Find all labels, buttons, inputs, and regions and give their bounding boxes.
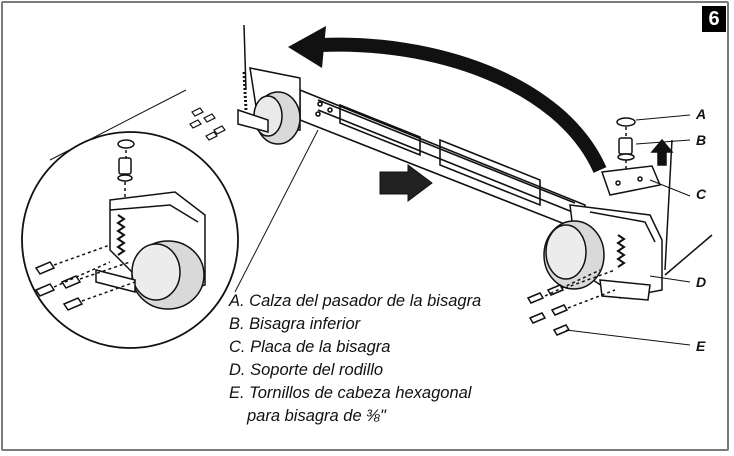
callout-e: E [696,338,706,354]
detail-magnifier [21,131,239,349]
legend-item-e: E. Tornillos de cabeza hexagonal [229,384,472,402]
direction-arrow [379,164,433,202]
legend-item-a: A. Calza del pasador de la bisagra [229,292,482,310]
step-number-badge: 6 [702,6,726,32]
rotation-arrow [319,37,607,173]
rotation-arrow-head [288,26,326,68]
parts-legend: A. Calza del pasador de la bisagra B. Bi… [229,290,481,428]
frame-rail [299,88,586,234]
callout-a: A [696,106,707,122]
magnifier-line-bottom [234,129,319,293]
legend-item-e-continued: para bisagra de ⅜" [247,407,386,425]
legend-item-d: D. Soporte del rodillo [229,361,384,379]
callout-leaders [565,114,691,346]
callout-c: C [696,186,707,202]
callout-d: D [696,274,707,290]
upper-roller-assembly [237,24,301,145]
callout-b: B [696,132,707,148]
legend-item-c: C. Placa de la bisagra [229,338,391,356]
figure-frame [1,1,729,451]
legend-item-b: B. Bisagra inferior [229,315,361,333]
upper-bolts [189,107,226,141]
lower-roller-assembly [526,117,713,336]
